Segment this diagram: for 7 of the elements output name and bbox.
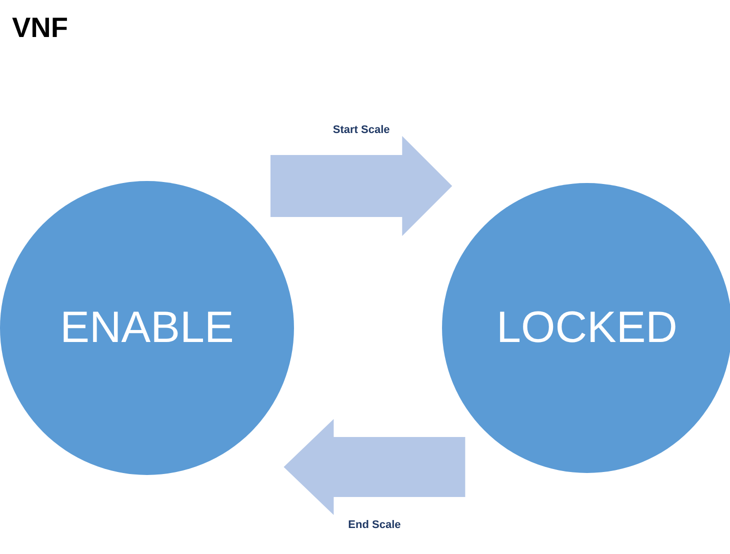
edge-label: End Scale	[348, 519, 401, 531]
block-arrow	[284, 419, 466, 515]
title: VNF	[12, 12, 68, 44]
edge-label: Start Scale	[332, 124, 390, 136]
block-arrow	[270, 136, 452, 236]
state-label: LOCKED	[496, 303, 678, 353]
state-label: ENABLE	[60, 303, 234, 353]
